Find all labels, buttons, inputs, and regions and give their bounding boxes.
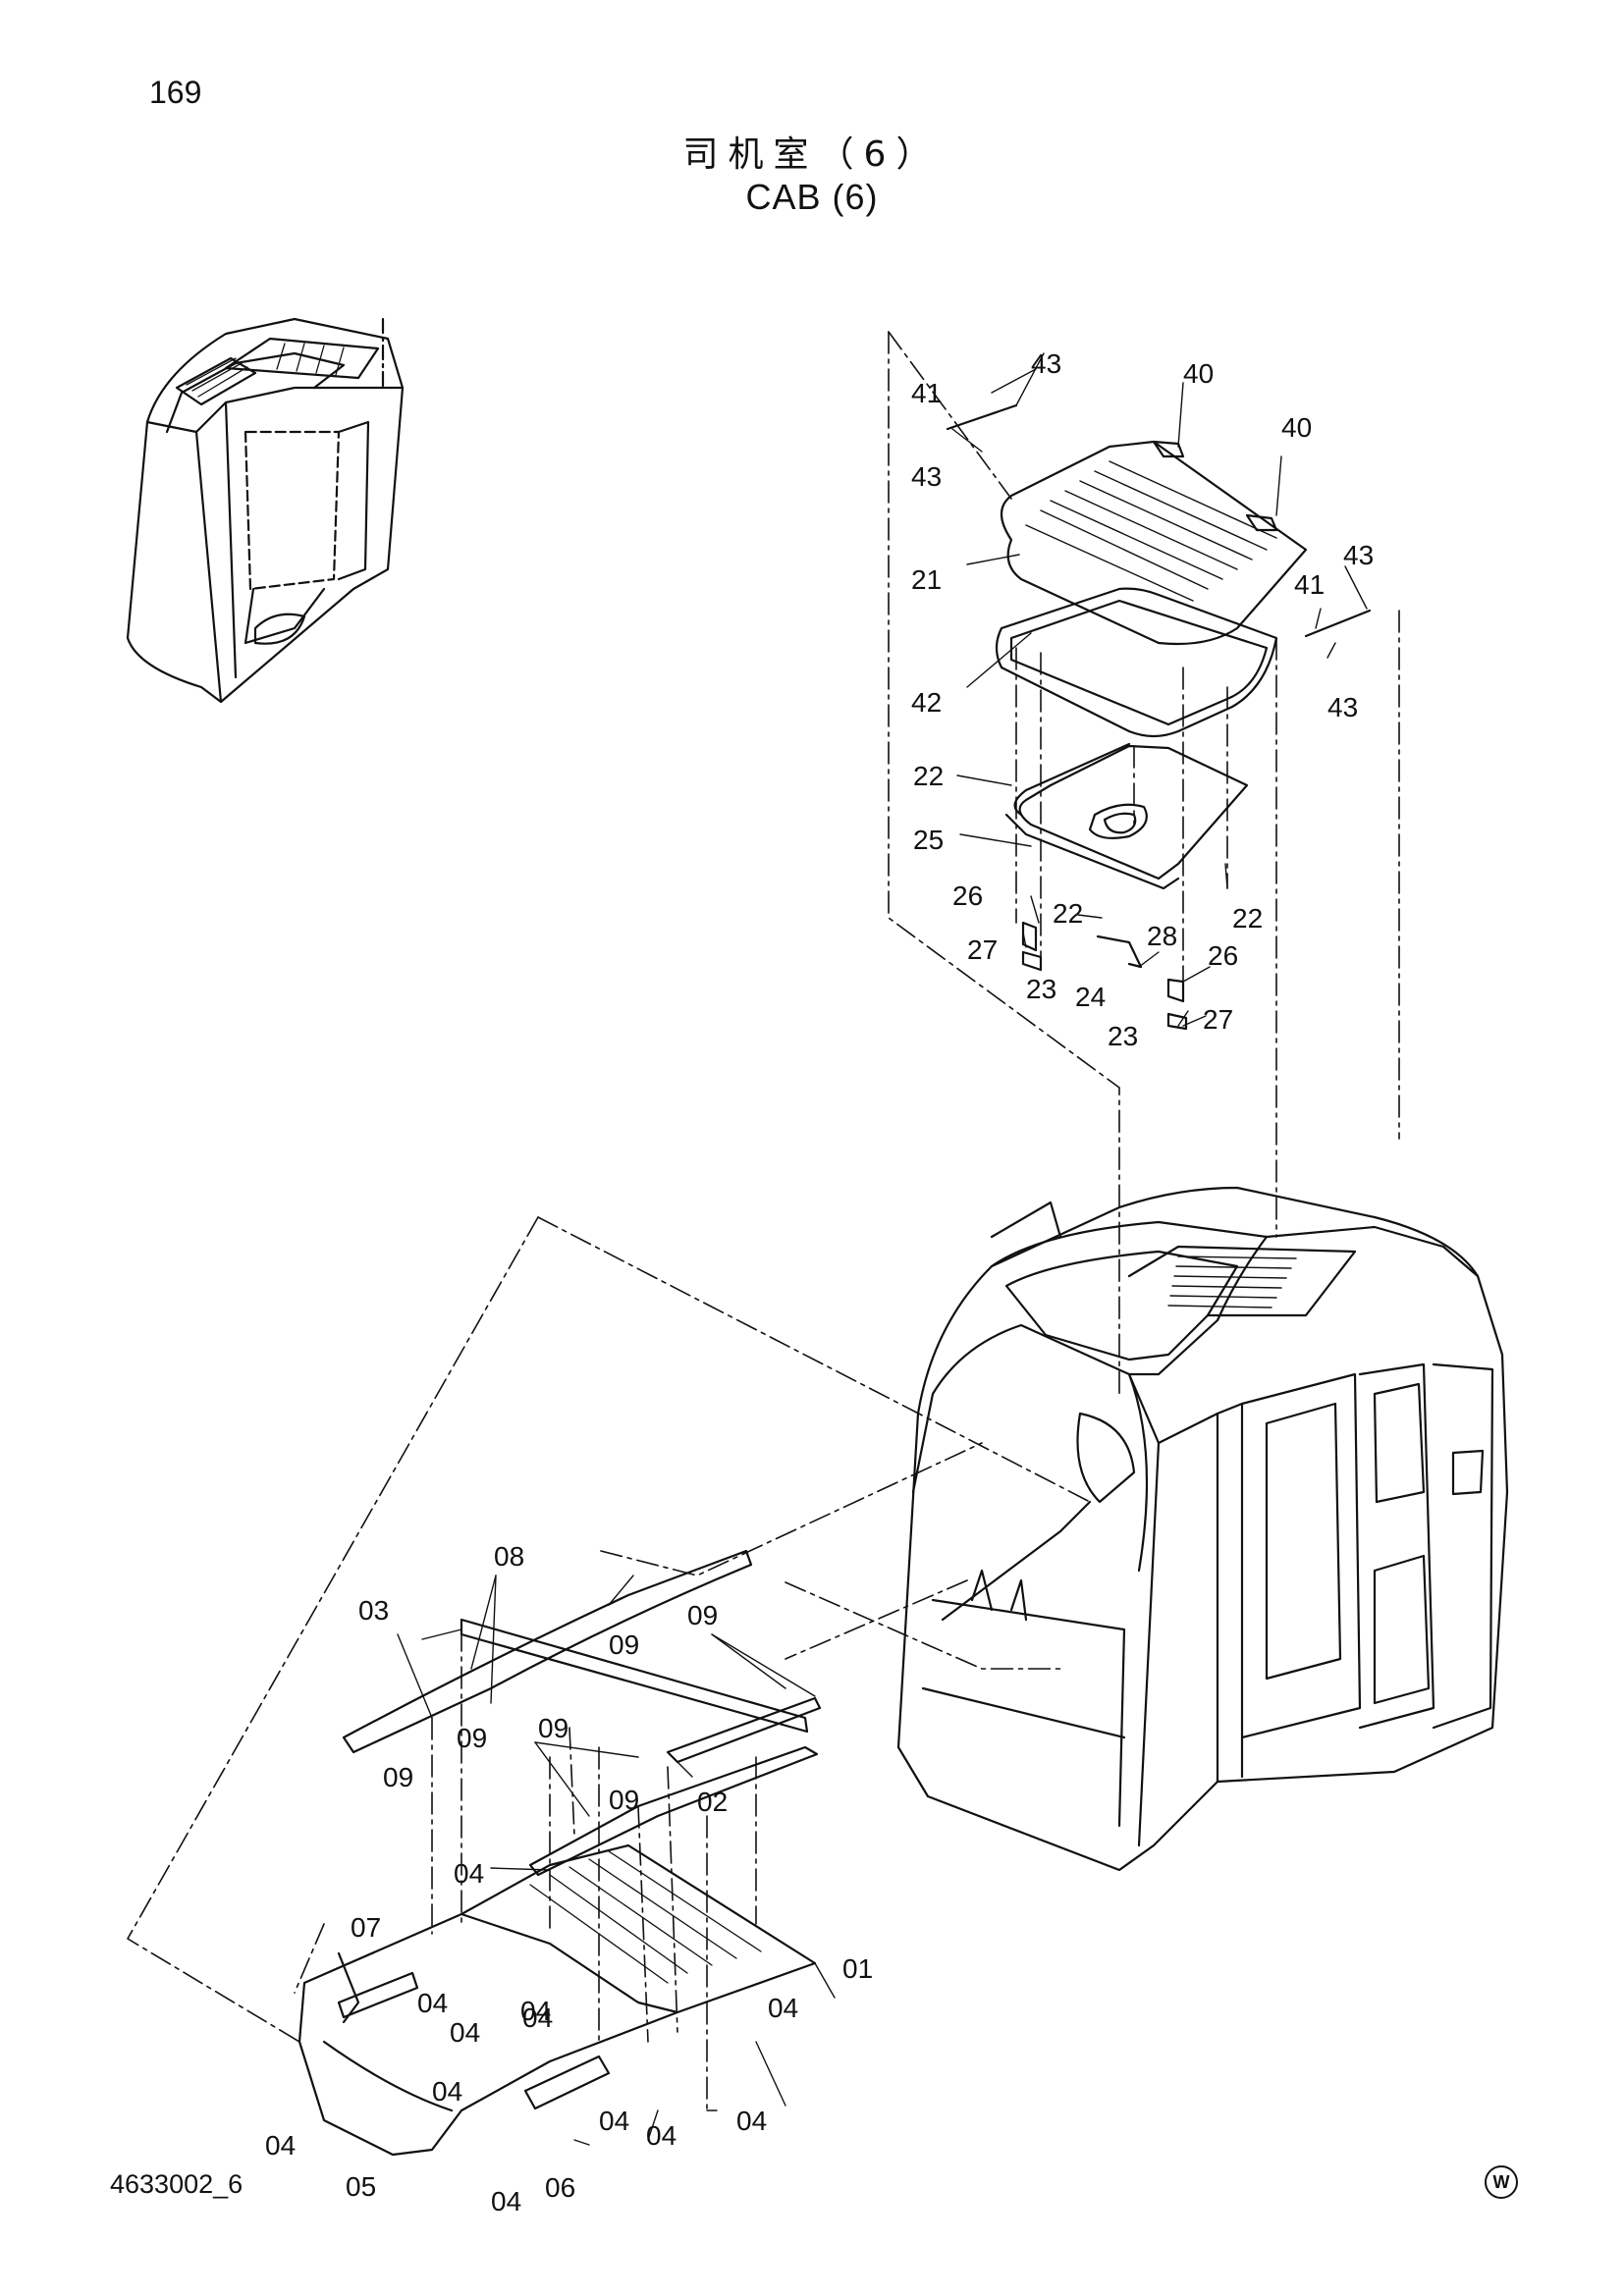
- cab-body: [896, 1186, 1509, 1872]
- title-english: CAB (6): [745, 177, 879, 217]
- callout-09: 09: [609, 1629, 639, 1660]
- callout-25: 25: [913, 825, 944, 855]
- callout-08: 08: [494, 1541, 524, 1572]
- callout-03: 03: [358, 1595, 389, 1626]
- callout-43: 43: [911, 461, 942, 492]
- callout-07: 07: [351, 1912, 381, 1943]
- drawing-code: 4633002_6: [110, 2169, 244, 2199]
- callout-04: 04: [417, 1988, 448, 2018]
- callout-43: 43: [1343, 540, 1374, 570]
- callout-40: 40: [1183, 358, 1214, 389]
- callout-04: 04: [736, 2106, 767, 2136]
- callout-43: 43: [1031, 348, 1061, 379]
- callout-09: 09: [609, 1785, 639, 1815]
- callout-27: 27: [967, 934, 998, 965]
- cab-thumbnail: [126, 317, 405, 704]
- callout-09: 09: [457, 1723, 487, 1753]
- callout-04: 04: [491, 2186, 521, 2216]
- callout-42: 42: [911, 687, 942, 718]
- alignment-lines: [127, 331, 1400, 2111]
- callout-22: 22: [1053, 898, 1083, 929]
- callout-09: 09: [687, 1600, 718, 1630]
- callout-05: 05: [346, 2171, 376, 2202]
- callout-04: 04: [454, 1858, 484, 1889]
- callout-23: 23: [1026, 974, 1056, 1004]
- callout-26: 26: [1208, 940, 1238, 971]
- callout-43: 43: [1327, 692, 1358, 722]
- callout-04: 04: [520, 1996, 551, 2026]
- callout-41: 41: [911, 378, 942, 408]
- callout-09: 09: [538, 1713, 568, 1743]
- callout-28: 28: [1147, 921, 1177, 951]
- callout-09: 09: [383, 1762, 413, 1792]
- callout-21: 21: [911, 564, 942, 595]
- callout-24: 24: [1075, 982, 1106, 1012]
- callout-26: 26: [952, 881, 983, 911]
- roof-hatch-assembly: [946, 403, 1372, 1031]
- callout-04: 04: [265, 2130, 296, 2161]
- callout-04: 04: [450, 2017, 480, 2048]
- callout-40: 40: [1281, 412, 1312, 443]
- callout-41: 41: [1294, 569, 1325, 600]
- callout-04: 04: [599, 2106, 629, 2136]
- title-chinese: 司机室（6）: [682, 134, 942, 175]
- w-mark: W: [1485, 2165, 1518, 2199]
- leader-lines: [397, 352, 1368, 2146]
- page-number: 169: [149, 75, 202, 110]
- callout-22: 22: [1232, 903, 1263, 934]
- callout-04: 04: [522, 2002, 553, 2033]
- callout-22: 22: [913, 761, 944, 791]
- callout-02: 02: [697, 1787, 728, 1817]
- roof-trim-and-headliner: [298, 1549, 822, 2157]
- callout-01: 01: [842, 1953, 873, 1984]
- callout-04: 04: [646, 2120, 677, 2151]
- callout-23: 23: [1108, 1021, 1138, 1051]
- callout-06: 06: [545, 2172, 575, 2203]
- callout-04: 04: [768, 1993, 798, 2023]
- callout-27: 27: [1203, 1004, 1233, 1035]
- callout-labels: 01 02 03 04 04 04 04 04 04 04 04 04 04 0…: [265, 348, 1374, 2216]
- callout-04: 04: [432, 2076, 462, 2107]
